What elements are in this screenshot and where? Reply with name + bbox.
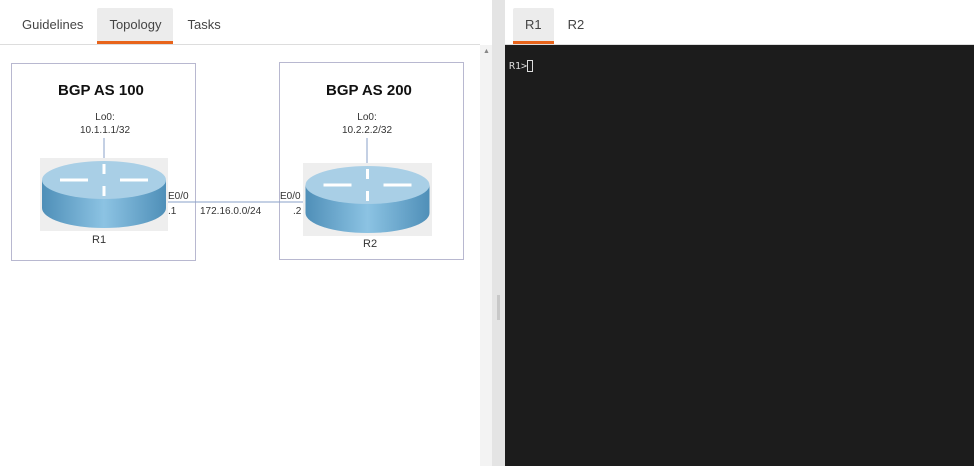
tab-guidelines[interactable]: Guidelines <box>22 17 84 32</box>
router-r2-icon[interactable] <box>303 163 432 236</box>
pane-divider[interactable] <box>492 0 505 466</box>
right-tab-bar: R1 R2 <box>505 0 974 45</box>
r1-lo-label: Lo0: <box>95 112 115 123</box>
tab-topology[interactable]: Topology <box>97 8 174 44</box>
scroll-up-arrow-icon[interactable]: ▲ <box>483 48 490 55</box>
left-scrollbar[interactable] <box>480 45 492 466</box>
as100-box <box>11 63 196 261</box>
as200-box <box>279 62 464 260</box>
as100-title: BGP AS 100 <box>58 82 144 99</box>
r2-label: R2 <box>363 238 378 250</box>
tab-tasks[interactable]: Tasks <box>187 17 221 32</box>
left-tab-bar: Guidelines Topology Tasks <box>0 0 480 45</box>
divider-grip-icon[interactable] <box>497 295 500 320</box>
r2-iface: E0/0 <box>280 191 301 202</box>
as200-title: BGP AS 200 <box>326 82 412 99</box>
r1-lo-ip: 10.1.1.1/32 <box>79 125 131 136</box>
r2-lo-ip: 10.2.2.2/32 <box>341 125 393 136</box>
tab-r2[interactable]: R2 <box>567 17 585 32</box>
terminal-console[interactable]: R1> <box>505 45 974 466</box>
link-subnet: 172.16.0.0/24 <box>200 206 262 217</box>
r2-lo-label: Lo0: <box>357 112 377 123</box>
link-lines <box>103 138 368 203</box>
r2-host: .2 <box>293 206 302 217</box>
tab-r1[interactable]: R1 <box>513 8 554 44</box>
r1-label: R1 <box>92 234 107 246</box>
terminal-prompt: R1> <box>509 61 528 72</box>
router-r1-icon[interactable] <box>40 158 168 231</box>
terminal-cursor <box>527 60 534 72</box>
r1-host: .1 <box>168 206 177 217</box>
r1-iface: E0/0 <box>168 191 189 202</box>
